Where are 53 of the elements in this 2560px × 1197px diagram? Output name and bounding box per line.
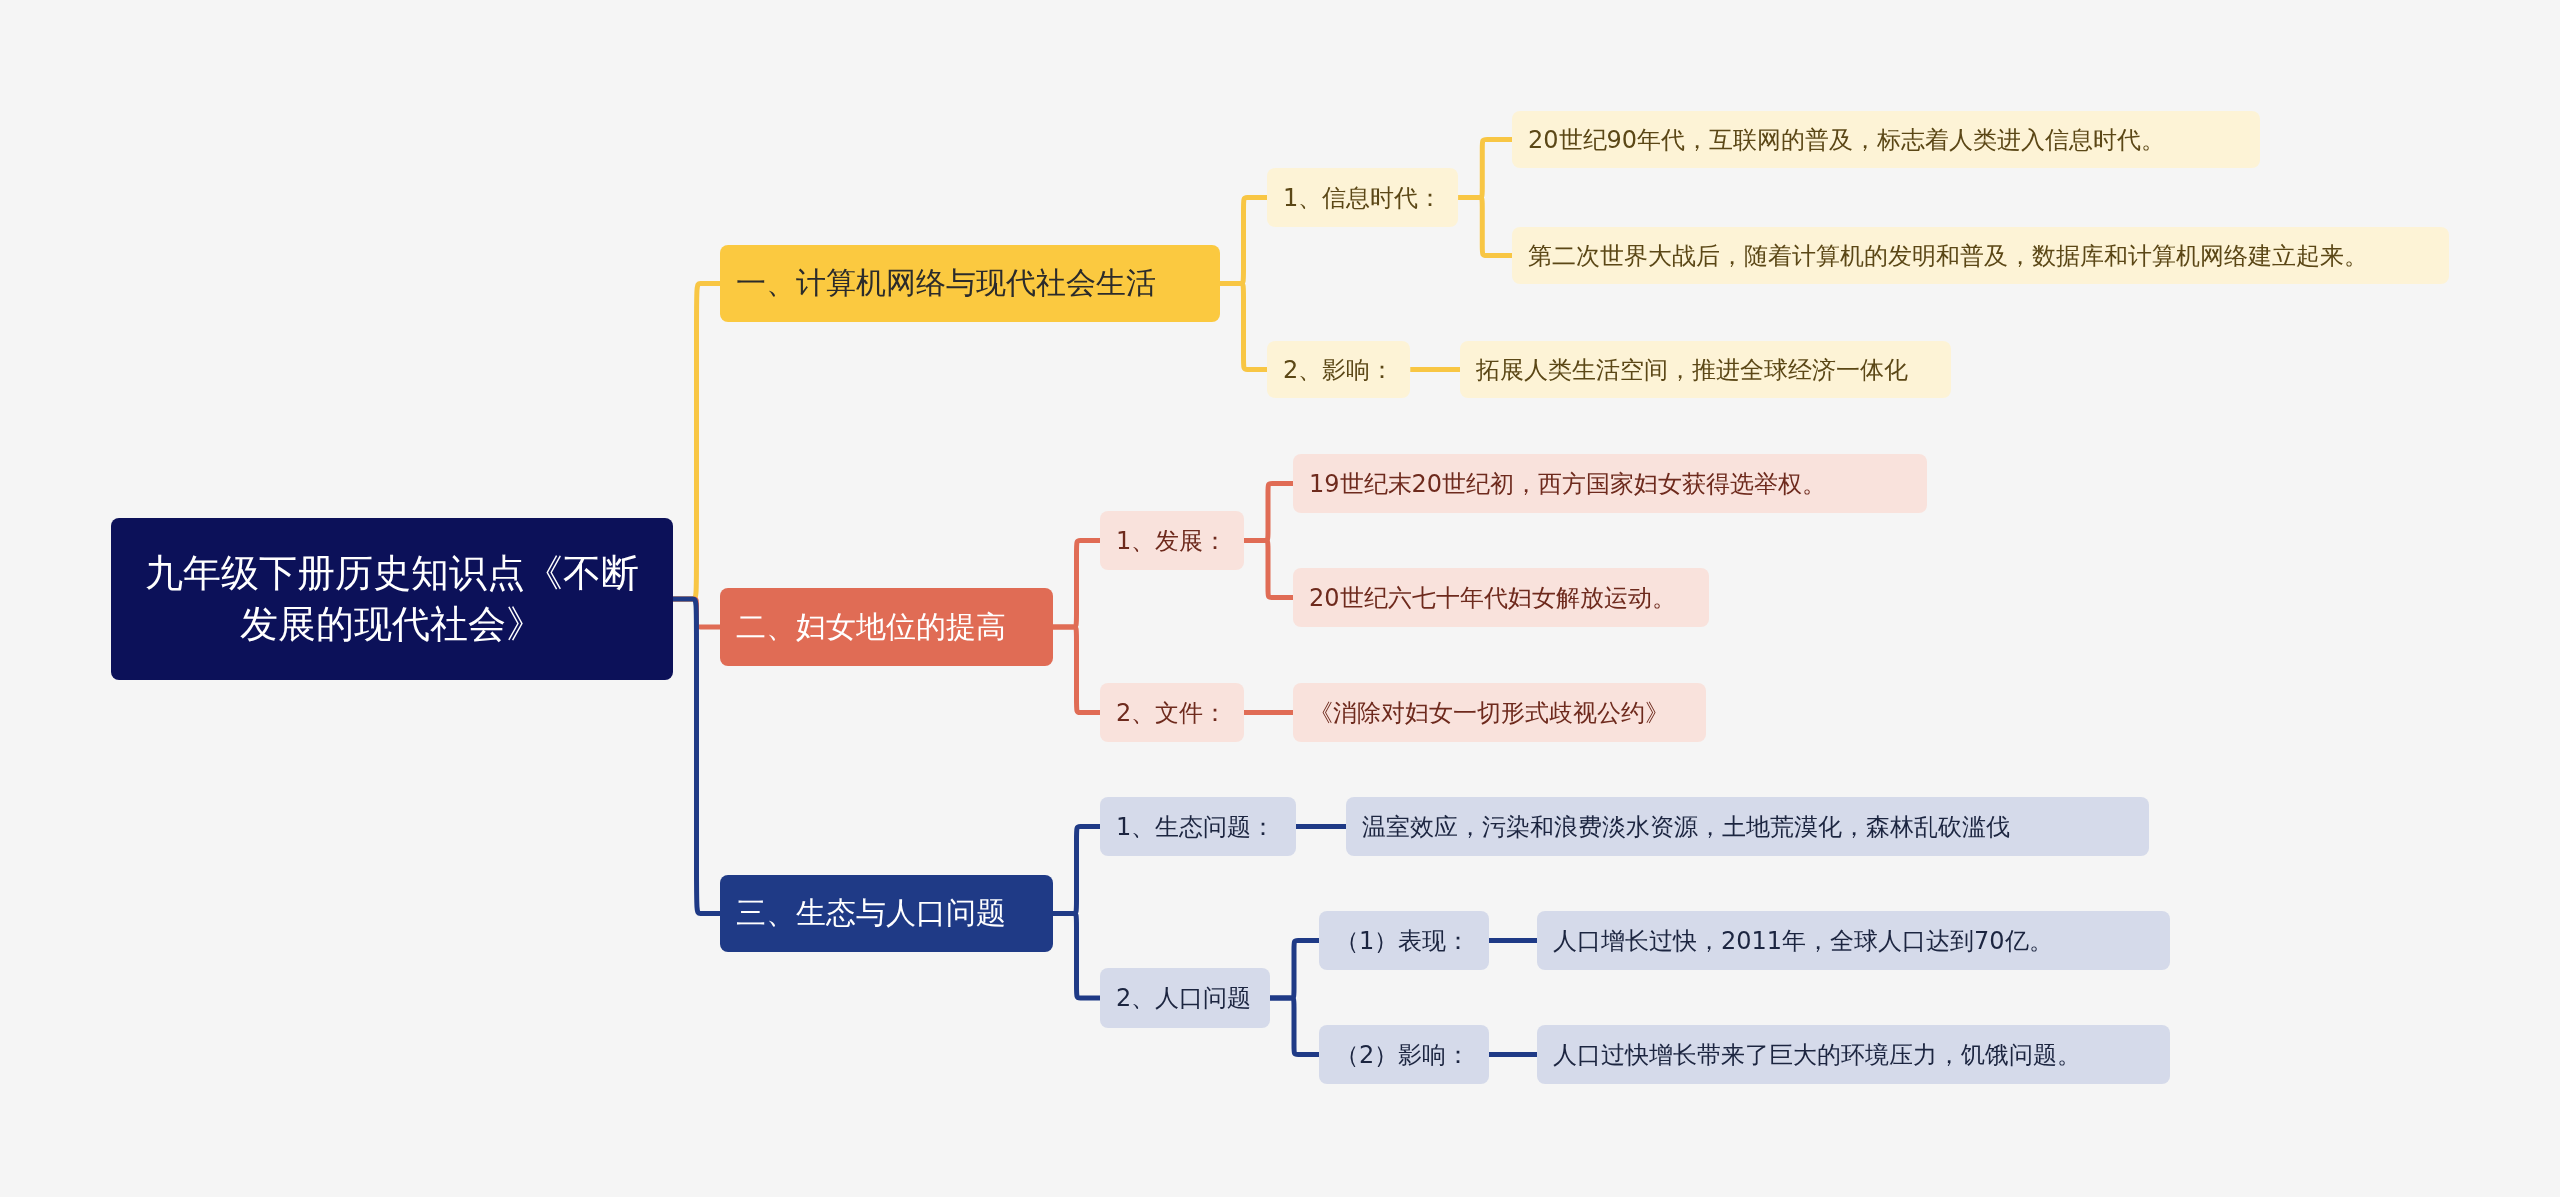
subtopic (1319, 1025, 1489, 1084)
subtopic-text: 人口增长过快，2011年，全球人口达到70亿。 (1553, 925, 2053, 957)
subtopic (1100, 683, 1244, 742)
connector-line (1244, 710, 1293, 715)
subtopic-text: 拓展人类生活空间，推进全球经济一体化 (1476, 354, 1908, 386)
subtopic-text: 1、生态问题： (1116, 811, 1276, 843)
subtopic-text: 第二次世界大战后，随着计算机的发明和普及，数据库和计算机网络建立起来。 (1528, 240, 2368, 272)
subtopic-text: 2、影响： (1283, 354, 1395, 386)
subtopic-text: 温室效应，污染和浪费淡水资源，土地荒漠化，森林乱砍滥伐 (1362, 811, 2010, 843)
subtopic (1346, 797, 2149, 856)
connector-line (1270, 995, 1319, 1057)
connector-line (1053, 911, 1100, 1001)
connector-line (1489, 1052, 1537, 1057)
subtopic-text: 20世纪六七十年代妇女解放运动。 (1309, 582, 1676, 614)
branch-topic-text: 一、计算机网络与现代社会生活 (736, 264, 1156, 302)
subtopic (1267, 341, 1411, 398)
subtopic (1100, 968, 1270, 1028)
subtopic-text: 2、人口问题 (1116, 983, 1252, 1014)
connector-line (1244, 538, 1293, 600)
subtopic-text: 20世纪90年代，互联网的普及，标志着人类进入信息时代。 (1528, 124, 2166, 156)
branch-topic (720, 588, 1053, 666)
connector-line (1220, 281, 1267, 372)
subtopic-text: 19世纪末20世纪初，西方国家妇女获得选举权。 (1309, 468, 1827, 500)
subtopic (1293, 683, 1706, 742)
connector-line (1296, 824, 1346, 829)
subtopic-text: 《消除对妇女一切形式歧视公约》 (1309, 697, 1669, 729)
central-topic (111, 518, 673, 680)
subtopic (1512, 227, 2449, 284)
connector-line (1489, 938, 1537, 943)
subtopic-text: （2）影响： (1335, 1039, 1471, 1071)
subtopic (1460, 341, 1951, 398)
branch-topic (720, 245, 1220, 322)
subtopic (1100, 797, 1296, 856)
connector-line (673, 596, 720, 916)
connector-line (1053, 624, 1100, 715)
branch-topic-text: 二、妇女地位的提高 (736, 607, 1006, 646)
subtopic (1512, 111, 2260, 168)
subtopic-text: （1）表现： (1335, 925, 1471, 957)
branch-topic-text: 三、生态与人口问题 (736, 894, 1006, 932)
branch-topic (720, 875, 1053, 952)
subtopic (1537, 911, 2170, 970)
connector-line (1410, 367, 1460, 372)
subtopic (1100, 511, 1244, 570)
subtopic-text: 1、发展： (1116, 525, 1228, 557)
subtopic (1537, 1025, 2170, 1084)
subtopic (1267, 168, 1459, 227)
subtopic (1293, 454, 1927, 513)
central-topic-text: 九年级下册历史知识点《不断发展的现代社会》 (144, 549, 640, 648)
subtopic-text: 2、文件： (1116, 697, 1228, 729)
subtopic (1293, 568, 1709, 627)
subtopic (1319, 911, 1489, 970)
subtopic-text: 1、信息时代： (1283, 182, 1443, 214)
subtopic-text: 人口过快增长带来了巨大的环境压力，饥饿问题。 (1553, 1039, 2081, 1071)
